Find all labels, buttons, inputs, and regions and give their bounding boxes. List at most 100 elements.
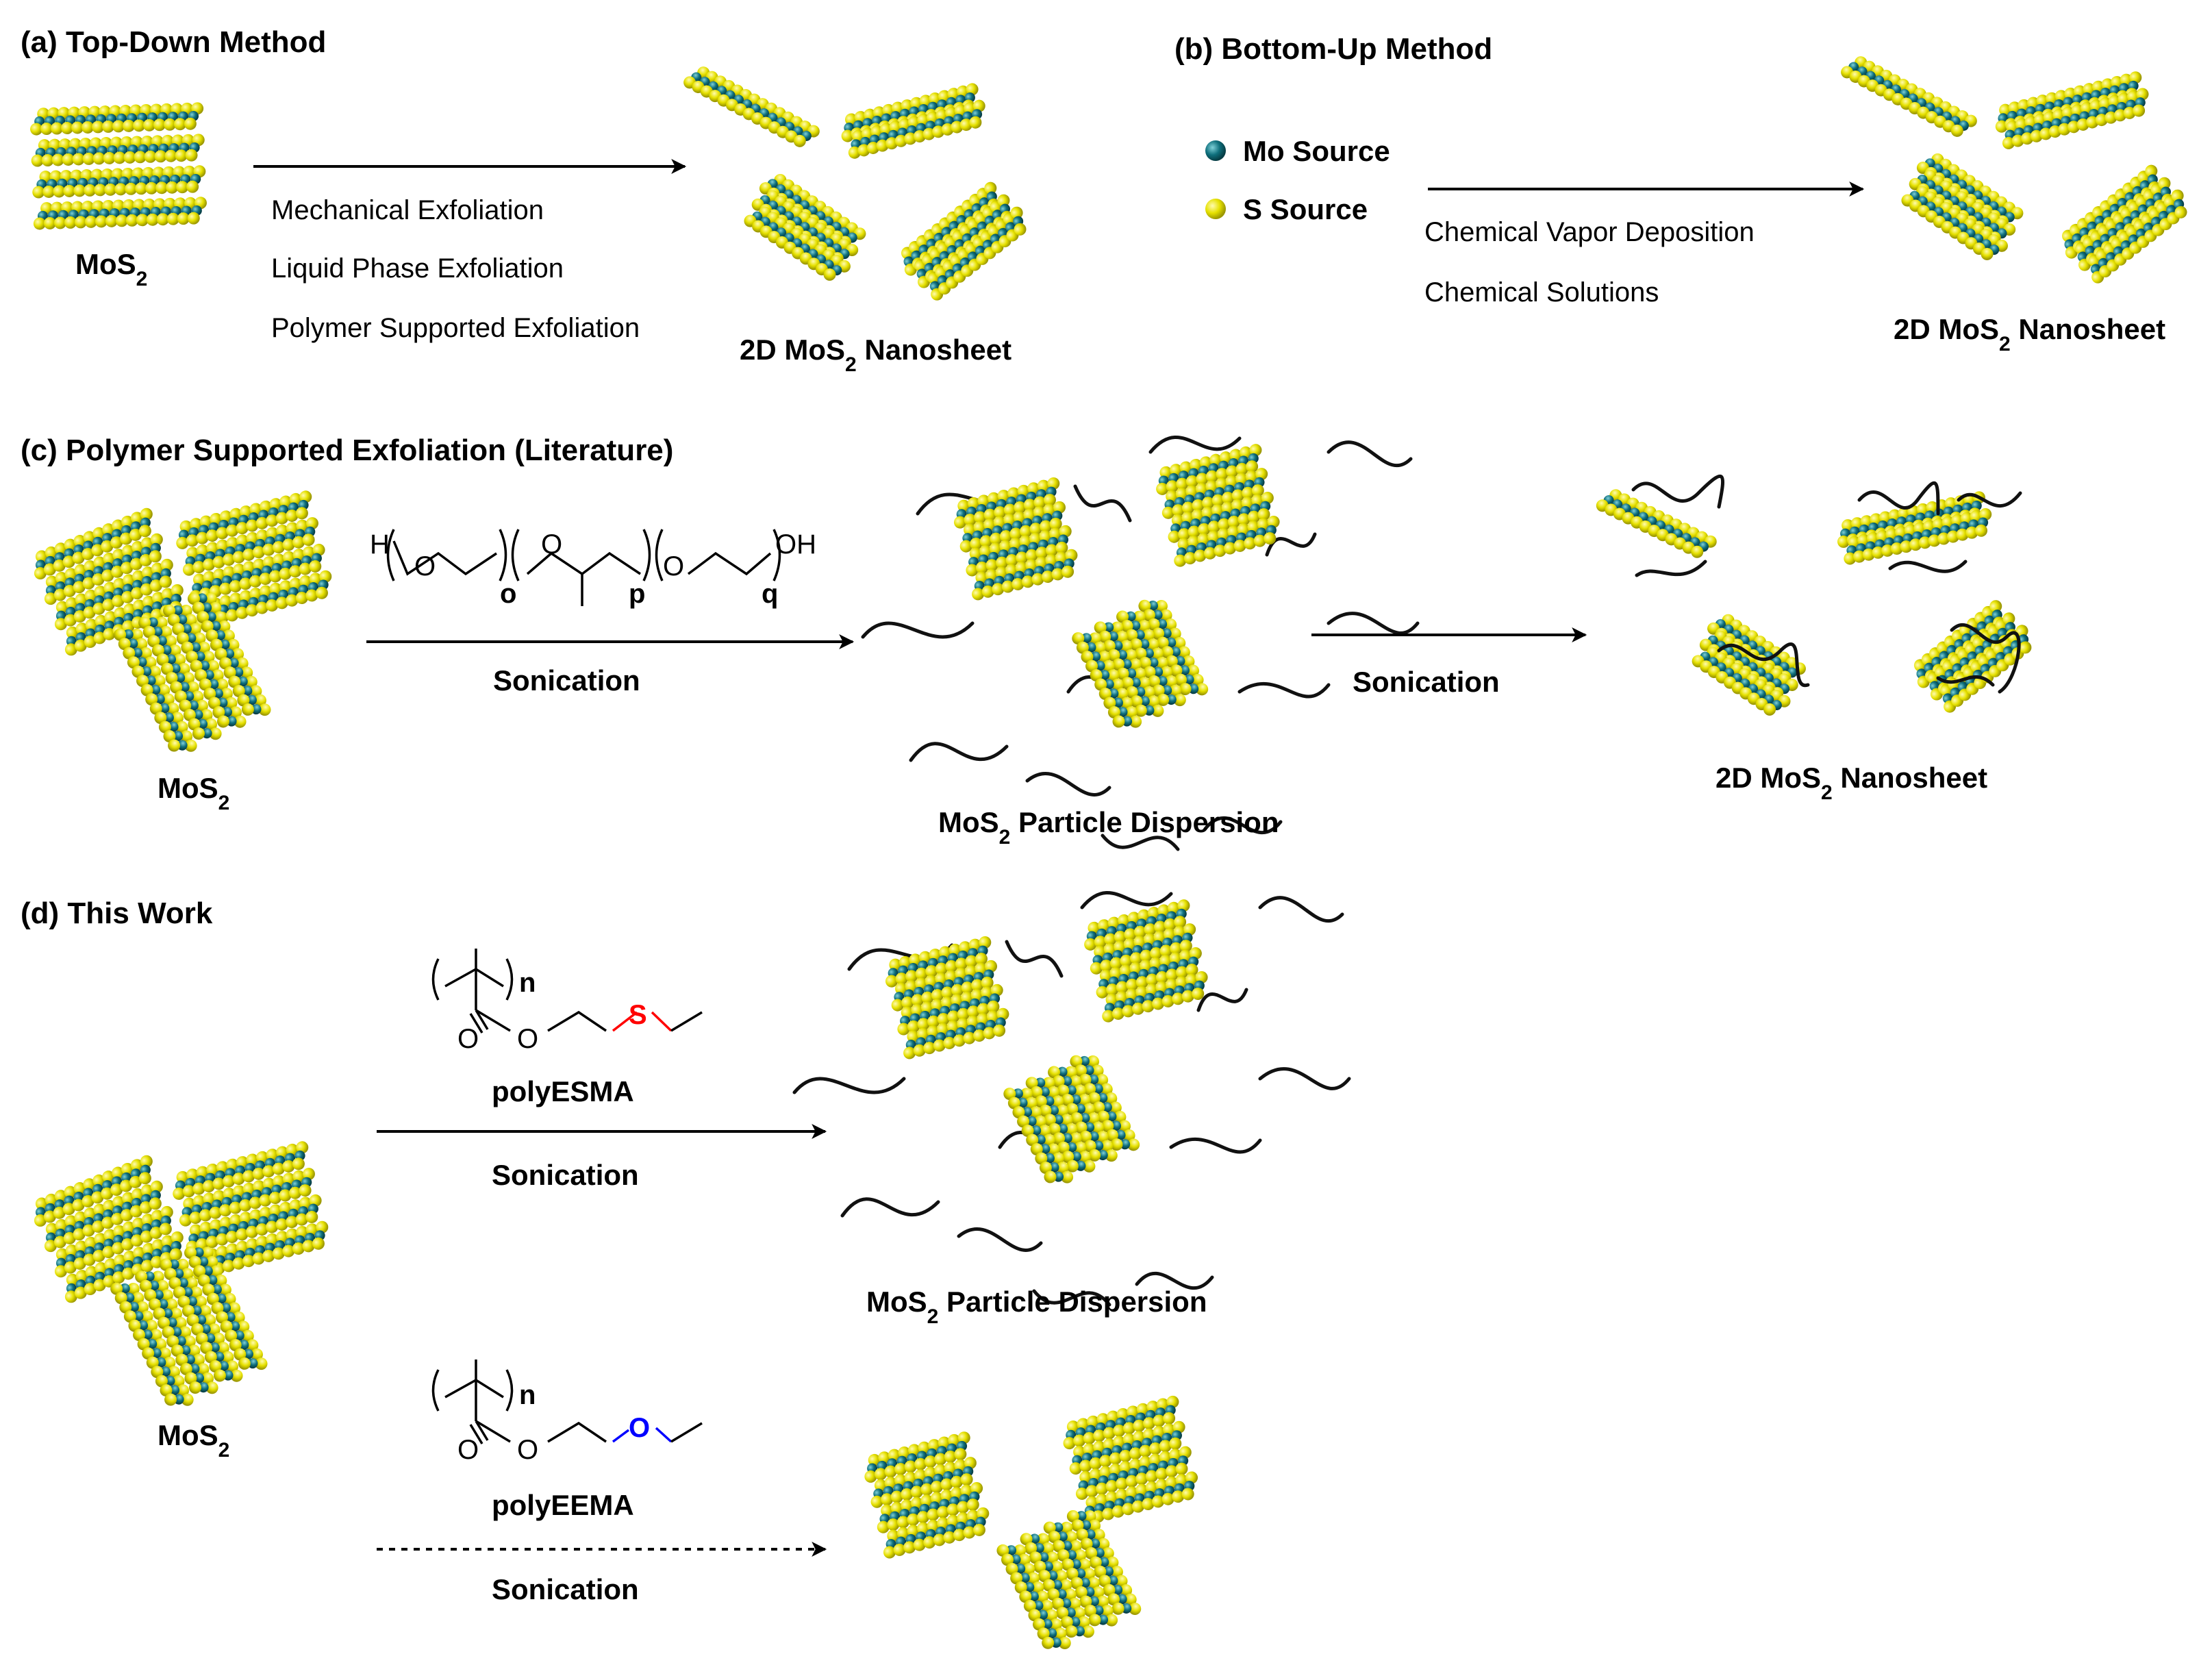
s-atom <box>1187 664 1200 677</box>
s-atom <box>131 1188 144 1201</box>
s-atom <box>246 531 259 544</box>
s-atom <box>1171 514 1184 527</box>
s-atom <box>1102 660 1115 673</box>
mo-atom <box>202 1266 213 1277</box>
s-atom <box>924 1466 937 1479</box>
s-atom <box>1199 456 1212 469</box>
s-atom <box>1014 1544 1027 1557</box>
s-atom <box>161 588 174 601</box>
s-atom <box>1179 940 1192 953</box>
mo-atom <box>1029 1533 1040 1544</box>
mo-atom <box>1106 1111 1117 1122</box>
s-atom <box>1127 1405 1140 1418</box>
mo-atom <box>1093 1605 1104 1616</box>
s-atom <box>1069 1462 1082 1475</box>
s-atom <box>92 121 105 134</box>
sheet-layer <box>927 206 1027 301</box>
s-atom <box>83 531 96 544</box>
s-atom <box>241 703 254 716</box>
s-atom <box>1061 1093 1074 1106</box>
s-atom <box>269 582 282 595</box>
s-atom <box>1016 551 1029 564</box>
s-atom <box>1142 1497 1155 1510</box>
s-atom <box>1149 1453 1162 1466</box>
s-atom <box>192 727 205 740</box>
s-atom <box>279 1189 292 1202</box>
mo-atom <box>223 1370 234 1381</box>
s-atom <box>1165 1476 1178 1489</box>
s-atom <box>925 965 938 978</box>
s-atom <box>191 690 204 703</box>
s-atom <box>150 1180 163 1193</box>
s-atom <box>226 1158 239 1171</box>
s-atom <box>242 1170 255 1183</box>
s-atom <box>131 665 144 678</box>
polymer-chain <box>1857 481 1940 516</box>
mo-atom <box>1033 1600 1044 1611</box>
s-atom <box>253 694 266 707</box>
s-atom <box>923 1536 936 1549</box>
s-atom <box>1142 629 1155 642</box>
polymer-chain <box>1258 896 1344 923</box>
s-atom <box>1110 1138 1123 1151</box>
s-atom <box>1261 492 1274 505</box>
mo-atom <box>198 1256 209 1267</box>
s-atom <box>915 967 928 980</box>
s-atom <box>171 1344 184 1357</box>
s-atom <box>966 1499 979 1512</box>
s-atom <box>299 575 312 588</box>
s-atom <box>232 1257 245 1270</box>
s-atom <box>1126 978 1139 991</box>
polymer-chain <box>840 1197 940 1218</box>
s-atom <box>121 1162 134 1175</box>
s-atom <box>104 611 117 624</box>
s-atom <box>929 949 942 962</box>
s-atom <box>1183 552 1196 565</box>
s-atom <box>1157 693 1170 706</box>
s-atom <box>876 139 889 152</box>
s-atom <box>1211 494 1224 507</box>
s-atom <box>996 1007 1009 1020</box>
panel-d-title: (d) This Work <box>21 897 213 930</box>
nanosheet-a-label: 2D MoS2 Nanosheet <box>740 334 1011 376</box>
mo-atom <box>1024 1582 1035 1593</box>
s-atom <box>1068 1597 1081 1610</box>
s-atom <box>1192 499 1205 512</box>
s-atom <box>246 604 259 617</box>
s-atom <box>110 1183 123 1196</box>
s-atom <box>1185 475 1198 488</box>
polymer-chain <box>1101 834 1180 851</box>
s-atom <box>983 1027 996 1040</box>
s-atom <box>55 601 68 614</box>
s-atom <box>180 730 193 743</box>
mo-atom <box>177 614 188 625</box>
stack-layer <box>1168 492 1274 543</box>
s-atom <box>121 1209 134 1222</box>
mo-atom <box>1033 1542 1044 1553</box>
s-atom <box>166 1335 179 1348</box>
mo-atom <box>216 1293 227 1304</box>
mo-atom <box>1066 1550 1077 1561</box>
polyesma-ethyl-1 <box>547 1010 607 1032</box>
mo-atom <box>208 679 219 690</box>
s-atom <box>1047 477 1060 490</box>
s-atom <box>1033 1115 1046 1128</box>
s-atom <box>226 524 239 537</box>
s-atom <box>189 1212 202 1225</box>
s-atom <box>103 552 116 565</box>
mo-atom <box>1144 705 1155 716</box>
mo-atom <box>203 670 214 681</box>
s-atom <box>1012 1106 1025 1119</box>
s-atom <box>246 519 259 532</box>
s-atom <box>1027 482 1040 495</box>
s-atom <box>1058 1636 1071 1649</box>
s-atom <box>167 1366 180 1379</box>
s-atom <box>130 1205 143 1218</box>
s-atom <box>82 577 95 590</box>
s-atom <box>206 1163 219 1176</box>
polyeema-bracket-l <box>431 1369 440 1412</box>
s-atom <box>1065 549 1078 562</box>
s-atom <box>878 1451 891 1464</box>
s-atom <box>1120 697 1133 710</box>
s-atom <box>1098 630 1111 643</box>
